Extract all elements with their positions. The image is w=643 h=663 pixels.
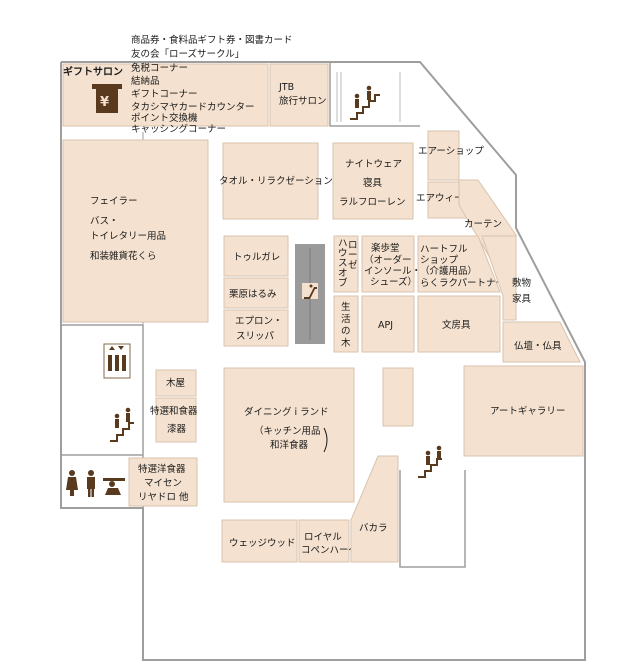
jtb-label-2: 旅行サロン	[279, 95, 327, 107]
stairs-icon	[110, 407, 134, 442]
curtain-label: カーテン	[464, 219, 502, 230]
slipper-label: スリッパ	[236, 331, 275, 342]
snk-char: の	[341, 326, 351, 337]
dining-label: ダイニング i ランド	[244, 406, 329, 418]
snk-char: 木	[341, 337, 351, 349]
escalator-icon	[295, 244, 325, 344]
gift-salon-area[interactable]: ギフトサロン 免税コーナー 結納品 ギフトコーナー タカシマヤカードカウンター …	[62, 62, 269, 135]
hor-char: ロ	[348, 240, 358, 251]
bedding-label: 寝具	[363, 177, 383, 189]
raku-partner-label: らくラクパートナー	[420, 278, 505, 289]
lladro-label: リヤドロ 他	[138, 491, 189, 503]
toiletry-label: トイレタリー用品	[90, 231, 166, 242]
restroom-icon	[66, 470, 95, 497]
snk-char: 生	[341, 301, 351, 313]
small-store-block	[382, 367, 414, 427]
hor-char: ハ	[338, 238, 348, 249]
toulgalet-label: トゥルガレ	[233, 252, 280, 263]
ralph-lauren-label: ラルフローレン	[339, 197, 406, 208]
elevator-icon	[103, 343, 131, 379]
towel-label: タオル・リラクゼーション	[219, 175, 333, 187]
fairer-bath-store[interactable]: フェイラー バス・ トイレタリー用品 和装雑貨花くら	[62, 139, 209, 323]
wedgwood-label: ウェッジウッド	[229, 538, 296, 549]
gift-salon-item: タカシマヤカードカウンター	[131, 102, 255, 113]
art-gallery-label: アートギャラリー	[490, 406, 565, 417]
kurihara-label: 栗原はるみ	[229, 289, 277, 300]
gift-salon-title: ギフトサロン	[63, 65, 123, 78]
stationery-label: 文房具	[442, 319, 471, 331]
kitchen-label: （キッチン用品	[254, 425, 321, 437]
kurihara-harumi-store[interactable]: 栗原はるみ	[223, 277, 289, 309]
kiya-label: 木屋	[166, 377, 185, 389]
wasou-label: 和装雑貨花くら	[90, 250, 157, 262]
royal-label: ロイヤル	[304, 532, 342, 543]
baccarat-store[interactable]: バカラ	[350, 455, 399, 563]
seikatsu-no-ki-store[interactable]: 生 活 の 木	[333, 295, 359, 353]
hor-char: オ	[338, 268, 348, 279]
house-of-rose-store[interactable]: ハ ウ ス オ ブ ロ ー ゼ	[333, 235, 359, 293]
rakuhodo-sub: シューズ）	[370, 276, 417, 288]
hor-char: ー	[348, 250, 358, 261]
tableware-label: 和洋食器	[270, 439, 309, 451]
heartful-shop[interactable]: ハートフル ショップ （介護用品） らくラクパートナー	[417, 235, 505, 293]
gift-salon-item: ポイント交換機	[131, 112, 198, 124]
nightwear-bedding-store[interactable]: ナイトウェア 寝具 ラルフローレン	[332, 142, 414, 220]
apj-label: APJ	[378, 320, 393, 331]
baby-care-icon	[103, 478, 125, 495]
fairer-label: フェイラー	[90, 196, 138, 207]
toulgalet-store[interactable]: トゥルガレ	[223, 235, 289, 277]
art-gallery[interactable]: アートギャラリー	[463, 365, 584, 457]
gift-salon-item: ギフトコーナー	[131, 89, 198, 100]
rugs-label: 敷物	[512, 277, 532, 289]
gift-salon-item: キャッシングコーナー	[131, 123, 226, 135]
gift-salon-item: 結納品	[131, 75, 160, 87]
hor-char: ブ	[338, 277, 348, 289]
dining-i-land-store[interactable]: ダイニング i ランド （キッチン用品 和洋食器	[223, 367, 355, 503]
friends-club-note: 友の会「ローズサークル」	[131, 48, 244, 60]
rugs-furniture-store[interactable]: 敷物 家具	[481, 235, 532, 321]
towel-relaxation-store[interactable]: タオル・リラクゼーション	[219, 142, 333, 220]
snk-char: 活	[341, 313, 351, 325]
yen-atm-icon: ¥	[92, 84, 122, 113]
heartful-label: ハートフル	[420, 244, 468, 255]
gift-salon-item: 免税コーナー	[131, 62, 188, 74]
nightwear-label: ナイトウェア	[345, 159, 402, 170]
stationery-store[interactable]: 文房具	[417, 295, 501, 353]
stairs-icon	[418, 445, 442, 478]
apj-store[interactable]: APJ	[361, 295, 415, 353]
rakuhodo-sub: インソール・	[364, 266, 421, 277]
air-shop[interactable]: エアーショップ	[418, 130, 484, 181]
kiya-store[interactable]: 木屋	[155, 369, 197, 397]
butsudan-store[interactable]: 仏壇・仏具	[502, 321, 581, 363]
shikki-label: 漆器	[167, 423, 187, 435]
hor-char: ス	[338, 258, 348, 269]
svg-text:¥: ¥	[100, 95, 109, 110]
wedgwood-store[interactable]: ウェッジウッド	[221, 519, 298, 563]
yoshokki-store[interactable]: 特選洋食器 マイセン リヤドロ 他	[128, 457, 198, 507]
hor-char: ゼ	[348, 259, 358, 271]
rakuhodo-label: 楽歩堂	[371, 242, 400, 254]
bath-label: バス・	[90, 216, 119, 227]
stairs-icon	[336, 72, 401, 122]
furniture-label: 家具	[512, 293, 532, 305]
apron-label: エプロン・	[235, 316, 283, 327]
hor-char: ウ	[338, 248, 348, 259]
meissen-label: マイセン	[144, 478, 182, 489]
jtb-travel-salon[interactable]: JTB 旅行サロン	[269, 63, 329, 127]
butsudan-label: 仏壇・仏具	[514, 340, 562, 352]
jtb-label: JTB	[278, 82, 294, 93]
gift-card-note: 商品券・食料品ギフト券・図書カード	[131, 34, 293, 46]
kaigo-label: （介護用品）	[420, 265, 477, 277]
rakuhodo-sub: （オーダー	[364, 254, 412, 266]
baccarat-label: バカラ	[359, 523, 388, 534]
heartful-label-2: ショップ	[420, 255, 459, 266]
washokki-label: 特選和食器	[150, 405, 198, 417]
apron-slipper-store[interactable]: エプロン・ スリッパ	[223, 309, 289, 347]
air-shop-label: エアーショップ	[418, 146, 484, 157]
yoshokki-label: 特選洋食器	[138, 463, 186, 475]
rakuhodo-store[interactable]: 楽歩堂 （オーダー インソール・ シューズ）	[361, 235, 421, 293]
washokki-store[interactable]: 特選和食器 漆器	[150, 397, 198, 443]
